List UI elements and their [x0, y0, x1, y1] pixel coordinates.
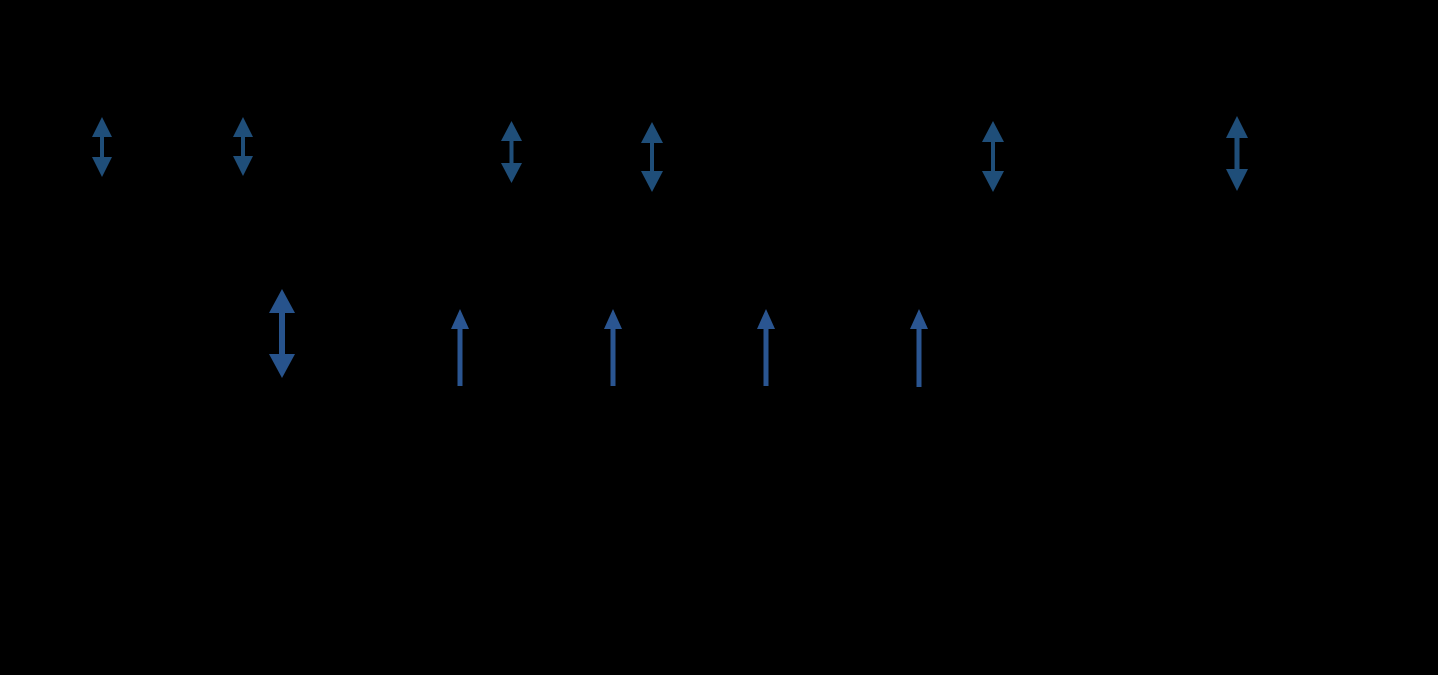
double-arrow-top-6 — [1226, 116, 1248, 191]
double-arrow-large-part — [279, 310, 285, 357]
up-arrow-3-head — [757, 309, 775, 329]
double-arrow-large — [269, 289, 295, 378]
double-arrow-top-4-head — [641, 122, 663, 143]
up-arrow-2-part — [610, 326, 616, 386]
up-arrow-3 — [757, 309, 775, 386]
double-arrow-top-1-part — [92, 157, 112, 177]
up-arrow-2-head — [604, 309, 622, 329]
double-arrow-top-1-part — [100, 134, 104, 160]
double-arrow-top-3 — [500, 121, 522, 183]
double-arrow-top-5-part — [991, 139, 995, 174]
double-arrow-large-head — [269, 289, 295, 313]
double-arrow-top-6-part — [1226, 169, 1248, 191]
double-arrow-large-part — [269, 354, 295, 378]
up-arrow-4-head — [910, 309, 928, 329]
up-arrow-4-part — [916, 326, 922, 387]
double-arrow-top-4-part — [641, 171, 663, 192]
double-arrow-top-4-part — [650, 140, 654, 174]
double-arrow-top-5-part — [982, 171, 1004, 192]
double-arrow-top-2-head — [233, 117, 253, 137]
double-arrow-top-3-part — [509, 138, 513, 166]
double-arrow-top-2-part — [233, 156, 253, 176]
up-arrow-1 — [451, 309, 469, 386]
double-arrow-top-6-part — [1234, 135, 1240, 172]
double-arrow-top-1 — [92, 117, 112, 177]
up-arrow-4 — [910, 309, 928, 387]
double-arrow-top-5-head — [982, 121, 1004, 142]
up-arrow-3-part — [763, 326, 769, 386]
up-arrow-1-head — [451, 309, 469, 329]
up-arrow-2 — [604, 309, 622, 386]
double-arrow-top-3-head — [500, 121, 522, 141]
double-arrow-top-3-part — [500, 163, 522, 183]
up-arrow-1-part — [457, 326, 463, 386]
double-arrow-top-2-part — [241, 134, 245, 159]
double-arrow-top-1-head — [92, 117, 112, 137]
double-arrow-top-4 — [641, 122, 663, 192]
double-arrow-top-5 — [982, 121, 1004, 192]
double-arrow-top-6-head — [1226, 116, 1248, 138]
double-arrow-top-2 — [233, 117, 253, 176]
